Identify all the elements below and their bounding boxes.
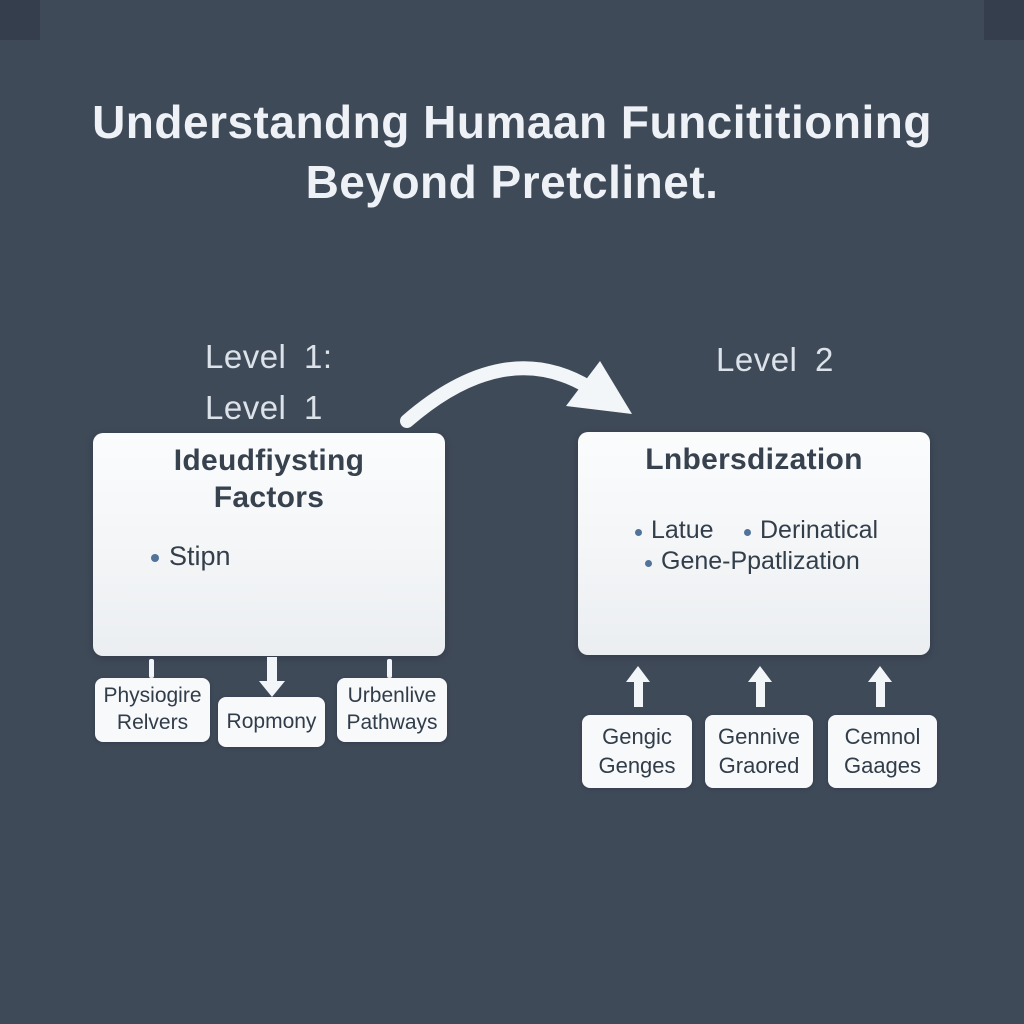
level1-label-line1: Level 1: <box>205 338 333 375</box>
child-box-label: Genges <box>598 752 676 778</box>
level2-bullet-label-2: Derinatical <box>760 516 879 544</box>
up-arrow-icon <box>626 666 650 682</box>
level1-box-heading-line1: Ideudfiysting <box>173 444 365 477</box>
child-box-label: Urbenlive <box>347 684 437 708</box>
level1-box-heading: Ideudfiysting Factors <box>93 433 445 516</box>
child-box-label: Physiogire <box>103 684 202 708</box>
title-line-2: Beyond Pretclinet. <box>305 156 719 208</box>
bullet-dot-icon <box>645 559 652 567</box>
level1-box: Ideudfiysting Factors Stipn <box>93 433 445 656</box>
level1-child-box-3: Urbenlive Pathways <box>337 678 447 742</box>
level2-box: Lnbersdization Latue Derinatical Gene-Pp… <box>578 432 930 655</box>
level2-bullet-item-2: Derinatical <box>744 516 878 545</box>
corner-shade-top-left <box>0 0 40 40</box>
up-arrow-icon <box>868 666 892 682</box>
child-box-label: Graored <box>718 752 800 778</box>
level2-child-box-2: Gennive Graored <box>705 715 813 788</box>
level1-bullet-label: Stipn <box>169 541 231 571</box>
down-arrow-icon <box>267 657 277 683</box>
level1-label: Level 1: Level 1 <box>205 331 333 433</box>
connector-line-left <box>149 659 154 678</box>
level2-bullet-label-3: Gene-Ppatlization <box>661 547 860 575</box>
up-arrow-stem <box>756 680 765 707</box>
bullet-dot-icon <box>744 528 751 536</box>
page-title: Understandng Humaan Funcititioning Beyon… <box>0 92 1024 212</box>
level2-bullet-item-3: Gene-Ppatlization <box>645 547 860 576</box>
corner-shade-top-right <box>984 0 1024 40</box>
child-box-label: Pathways <box>346 711 438 734</box>
down-arrow-head-icon <box>259 681 285 697</box>
level2-label: Level 2 <box>716 341 834 378</box>
connector-line-right <box>387 659 392 678</box>
level1-child-box-1: Physiogire Relvers <box>95 678 210 742</box>
level2-bullet-item-1: Latue <box>635 516 714 545</box>
level2-child-box-1: Gengic Genges <box>582 715 692 788</box>
level1-child-box-2: Ropmony <box>218 697 325 747</box>
child-box-label: Gaages <box>843 752 922 778</box>
level2-child-box-3: Cemnol Gaages <box>828 715 937 788</box>
child-box-label: Relvers <box>116 711 189 734</box>
title-line-1: Understandng Humaan Funcititioning <box>92 96 932 148</box>
child-box-label: Gennive <box>718 724 800 750</box>
level2-box-heading: Lnbersdization <box>645 443 863 476</box>
child-box-label: Cemnol <box>844 724 921 750</box>
child-box-label: Ropmony <box>226 709 317 733</box>
up-arrow-icon <box>748 666 772 682</box>
up-arrow-stem <box>634 680 643 707</box>
level1-label-line2: Level 1 <box>205 389 323 426</box>
level1-box-heading-line2: Factors <box>213 481 325 514</box>
up-arrow-stem <box>876 680 885 707</box>
bullet-dot-icon <box>635 528 642 536</box>
bullet-dot-icon <box>151 554 159 562</box>
level2-bullet-label-1: Latue <box>651 516 714 544</box>
child-box-label: Gengic <box>602 724 672 750</box>
level1-bullet-item: Stipn <box>151 541 231 572</box>
